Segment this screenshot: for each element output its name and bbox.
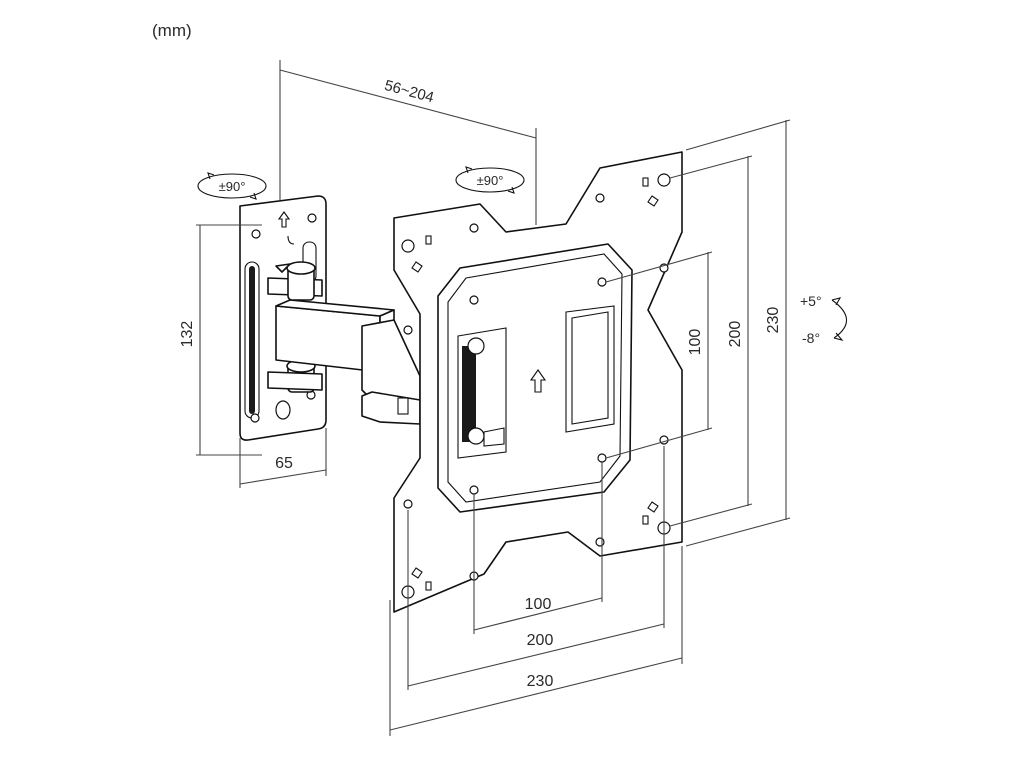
vesa-vertical-200-label: 200 bbox=[727, 321, 744, 348]
vesa-vertical-100-dimension: 100 bbox=[605, 251, 713, 459]
vesa-horizontal-200-dimension: 200 bbox=[407, 446, 665, 690]
vesa-horizontal-230-label: 230 bbox=[527, 673, 554, 690]
wall-plate-height-dimension: 132 bbox=[179, 224, 262, 456]
wall-swivel-label: ±90° bbox=[219, 179, 246, 194]
arm-swivel-label: ±90° bbox=[477, 173, 504, 188]
wall-plate-width-dimension: 65 bbox=[239, 428, 327, 488]
vesa-horizontal-100-label: 100 bbox=[525, 596, 552, 613]
tilt-down-label: -8° bbox=[802, 330, 820, 346]
wall-swivel-badge: ±90° bbox=[197, 172, 267, 200]
vesa-horizontal-230-dimension: 230 bbox=[389, 546, 683, 736]
vesa-vertical-100-label: 100 bbox=[687, 329, 704, 356]
arm-extension-label: 56~204 bbox=[383, 77, 436, 106]
vesa-horizontal-100-dimension: 100 bbox=[473, 462, 603, 634]
vesa-horizontal-200-label: 200 bbox=[527, 632, 554, 649]
wall-plate-width-label: 65 bbox=[275, 455, 293, 472]
vesa-vertical-230-label: 230 bbox=[765, 307, 782, 334]
vesa-vertical-230-dimension: 230 bbox=[685, 119, 791, 547]
vesa-vertical-200-dimension: 200 bbox=[669, 155, 753, 527]
arm-swivel-badge: ±90° bbox=[455, 166, 525, 194]
swing-arm bbox=[267, 261, 421, 425]
units-label: (mm) bbox=[152, 21, 192, 40]
tilt-indicator: +5° -8° bbox=[800, 293, 848, 346]
wall-plate-height-label: 132 bbox=[179, 321, 196, 348]
tilt-up-label: +5° bbox=[800, 293, 822, 309]
vesa-plate bbox=[393, 151, 683, 613]
